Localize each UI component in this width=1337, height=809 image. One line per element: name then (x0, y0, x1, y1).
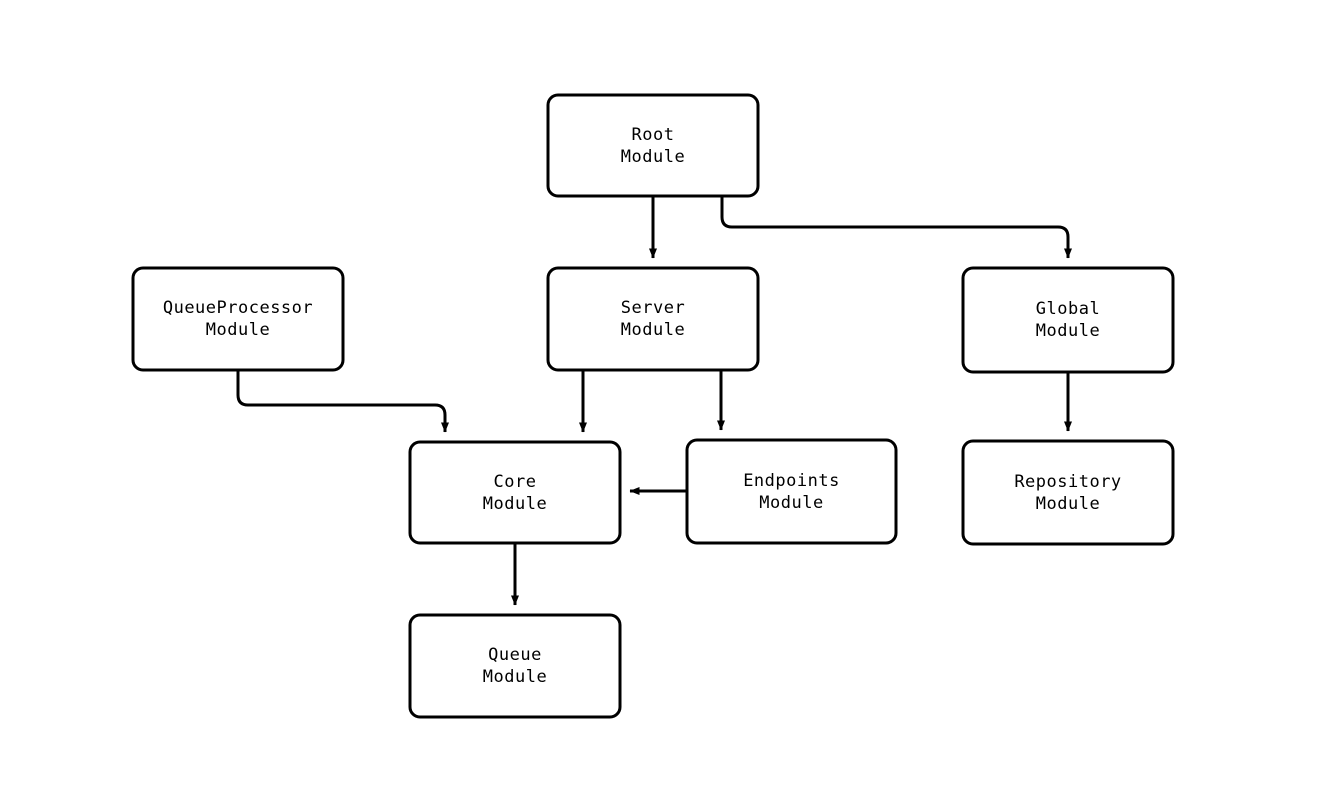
repository-module-node[interactable] (961, 439, 1175, 546)
global-module-node[interactable] (961, 266, 1175, 374)
edge-layer (236, 196, 1072, 606)
edge-root-to-global (720, 196, 1072, 259)
core-module-node[interactable] (408, 440, 622, 545)
endpoints-module-node[interactable] (685, 438, 898, 545)
node-layer (131, 93, 1175, 719)
root-module-node[interactable] (546, 93, 760, 198)
queueprocessor-module-node[interactable] (131, 266, 345, 372)
edge-queueprocessor-to-core (236, 370, 449, 433)
server-module-node[interactable] (546, 266, 760, 372)
queue-module-node[interactable] (408, 613, 622, 719)
